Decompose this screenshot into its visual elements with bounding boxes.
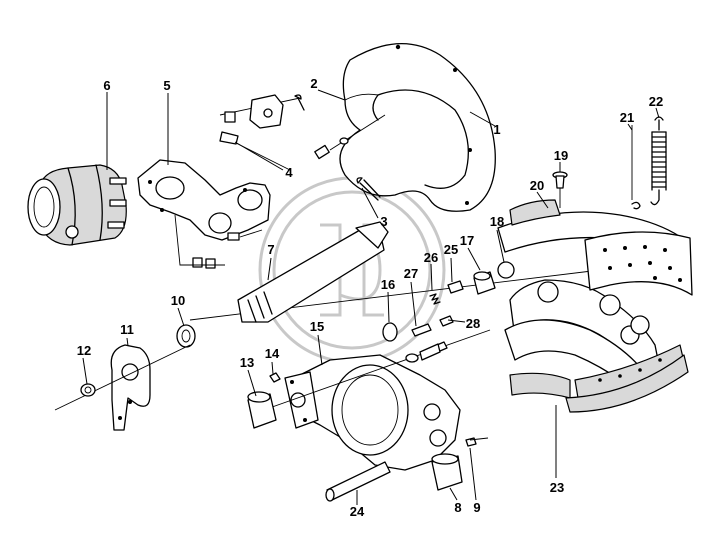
callout-6: 6 xyxy=(103,78,110,93)
callout-16: 16 xyxy=(381,277,395,292)
leader-lines xyxy=(82,89,660,505)
callout-23: 23 xyxy=(550,480,564,495)
callout-24: 24 xyxy=(350,504,365,519)
shoe-roller[interactable] xyxy=(473,261,515,295)
callout-labels: 1 2 3 4 5 6 7 8 9 10 11 12 13 14 15 16 1… xyxy=(77,76,663,519)
camshaft[interactable] xyxy=(189,221,601,323)
callout-14: 14 xyxy=(265,346,280,361)
spring-clip[interactable] xyxy=(631,125,641,210)
callout-28: 28 xyxy=(466,316,480,331)
callout-1: 1 xyxy=(493,122,500,137)
callout-27: 27 xyxy=(404,266,418,281)
retaining-clip[interactable] xyxy=(80,383,96,397)
dust-shield[interactable] xyxy=(339,42,496,212)
lock-bolt[interactable] xyxy=(465,437,489,447)
shield-bolt[interactable] xyxy=(314,114,386,160)
cam-washer[interactable] xyxy=(382,322,398,342)
roller-spring[interactable] xyxy=(429,280,464,305)
lining-rivet[interactable] xyxy=(552,171,568,208)
callout-12: 12 xyxy=(77,343,91,358)
anchor-pin-long[interactable] xyxy=(325,461,391,502)
callout-20: 20 xyxy=(530,178,544,193)
callout-5: 5 xyxy=(163,78,170,93)
callout-21: 21 xyxy=(620,110,634,125)
callout-19: 19 xyxy=(554,148,568,163)
adjuster-bolts[interactable] xyxy=(405,315,454,363)
callout-26: 26 xyxy=(424,250,438,265)
callout-11: 11 xyxy=(120,322,134,337)
callout-4: 4 xyxy=(285,165,293,180)
grease-fitting[interactable] xyxy=(269,372,281,383)
callout-2: 2 xyxy=(310,76,317,91)
anchor-bushing[interactable] xyxy=(431,453,463,491)
callout-22: 22 xyxy=(649,94,663,109)
callout-18: 18 xyxy=(490,214,504,229)
cotter-pin[interactable] xyxy=(356,177,381,201)
callout-10: 10 xyxy=(171,293,185,308)
callout-9: 9 xyxy=(473,500,480,515)
callout-8: 8 xyxy=(454,500,461,515)
brake-shoe-lower[interactable] xyxy=(504,279,689,413)
clevis-yoke[interactable] xyxy=(219,94,305,171)
brake-chamber[interactable] xyxy=(27,164,127,246)
brake-spider[interactable] xyxy=(257,329,491,471)
callout-7: 7 xyxy=(267,242,274,257)
cam-bushing[interactable] xyxy=(247,391,277,429)
callout-3: 3 xyxy=(380,214,387,229)
callout-13: 13 xyxy=(240,355,254,370)
brake-shoe-upper[interactable] xyxy=(497,199,693,335)
return-spring[interactable] xyxy=(650,116,667,206)
callout-17: 17 xyxy=(460,233,474,248)
slack-adjuster[interactable] xyxy=(54,344,191,431)
callout-15: 15 xyxy=(310,319,324,334)
bracket-nuts[interactable] xyxy=(174,214,263,269)
cam-seal[interactable] xyxy=(176,324,196,348)
callout-25: 25 xyxy=(444,242,458,257)
chamber-bracket[interactable] xyxy=(137,159,271,241)
